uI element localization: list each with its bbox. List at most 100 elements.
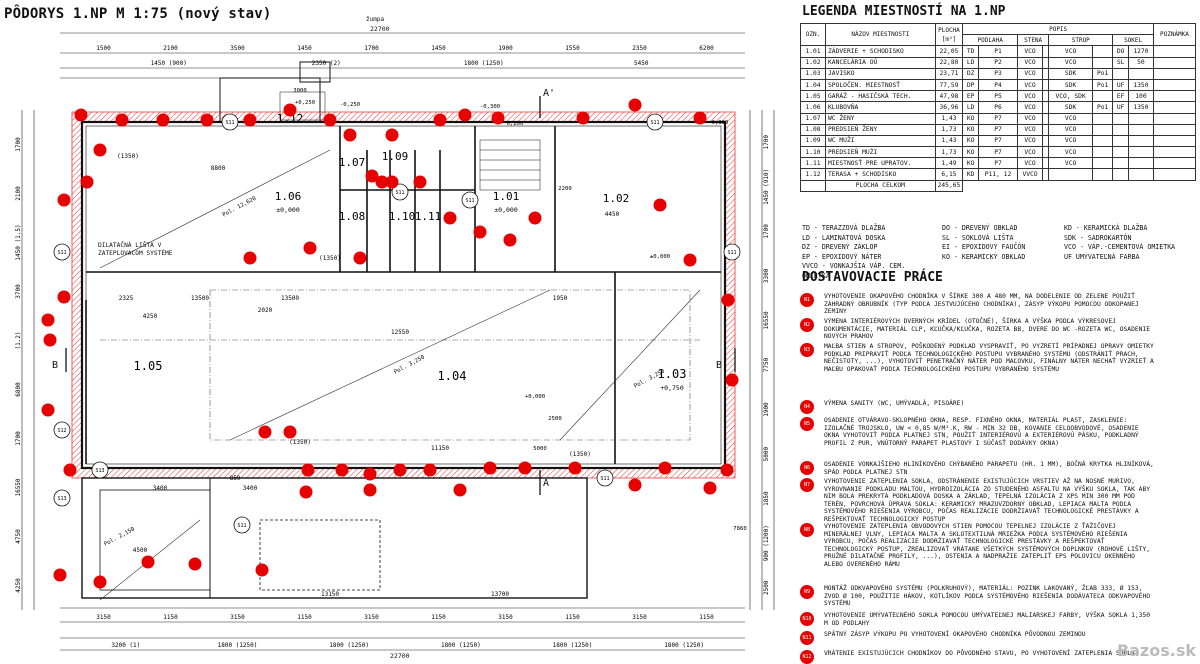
total-value: 245,65 [934, 179, 964, 192]
dimension-label: 3150 [632, 614, 647, 621]
legend-cell-p1: DZ [962, 67, 979, 80]
legend-cell-ozn: 1.10 [800, 146, 826, 159]
dimension-label: 1450 (1.5) [15, 224, 22, 260]
dimension-label: 1800 (1250) [441, 642, 481, 649]
dimension-label: 1450 (900) [151, 60, 187, 67]
legend-cell-k2: 1350 [1127, 78, 1154, 92]
legend-cell-p1: KO [962, 112, 979, 125]
legend-cell-t2 [1092, 168, 1114, 181]
works-title: DOSTAVOVACIE PRÁCE [802, 270, 943, 285]
legend-cell-ozn: 1.04 [800, 78, 826, 92]
legend-cell-p2: P7 [977, 157, 1019, 170]
annex-outline [81, 477, 588, 599]
section-mark-label: S11 [237, 523, 246, 529]
work-badge: N10 [800, 612, 814, 626]
abbr-item: EP - EPOXIDOVÝ NÁTER [802, 252, 882, 261]
change-marker [323, 113, 337, 127]
section-mark-label: S13 [95, 468, 104, 474]
abbr-item: SL - SOKLOVÁ LIŠTA [942, 233, 1014, 242]
section-mark [646, 113, 664, 131]
dimension-label: (1350) [117, 153, 139, 160]
work-badge: N7 [800, 478, 814, 492]
legend-cell-k1 [1112, 157, 1129, 170]
legend-cell-area: 1,73 [934, 146, 964, 159]
change-marker [491, 111, 505, 125]
change-marker [188, 557, 202, 571]
work-badge: N1 [800, 293, 814, 307]
legend-cell-ozn: 1.03 [800, 67, 826, 80]
dimension-label: 3150 [498, 614, 513, 621]
legend-cell-t2 [1092, 112, 1114, 125]
legend-cell-k1 [1112, 134, 1129, 148]
legend-cell-name: SPOLOČEN. MIESTNOSŤ [825, 78, 936, 92]
legend-cell-k2: 1270 [1127, 45, 1154, 58]
legend-cell-name: ZÁDVERIE + SCHODISKO [825, 45, 936, 58]
change-marker [363, 467, 377, 481]
room-number: 1.06 [275, 190, 302, 203]
change-marker [458, 108, 472, 122]
legend-cell-name: WC ŽENY [825, 112, 936, 125]
section-mark-label: S11 [650, 120, 659, 126]
change-marker [568, 461, 582, 475]
floor-plan: PÔDORYS 1.NP M 1:75 (nový stav) [4, 6, 775, 660]
legend-cell-p2: P7 [977, 134, 1019, 148]
work-text: Osadenie vonkajšieho hliníkového chýbané… [824, 461, 1154, 476]
section-mark-label: S11 [600, 476, 609, 482]
legend-cell-t1: VCO [1048, 56, 1094, 69]
change-marker [343, 128, 357, 142]
legend-cell-name: MIESTNOSŤ PRE UPRATOV. [825, 157, 936, 170]
dimension-label: 1150 [163, 614, 178, 621]
change-marker [80, 175, 94, 189]
legend-cell-k2 [1127, 146, 1154, 159]
dimension-label: 2020 [258, 307, 273, 314]
section-mark [53, 243, 71, 261]
dimension-label: 16550 [763, 311, 770, 329]
legend-cell-p2: P2 [977, 56, 1019, 69]
legend-cell-s1: VVCO [1017, 168, 1044, 181]
legend-cell-k2 [1127, 112, 1154, 125]
legend-cell-p1: KO [962, 134, 979, 148]
work-text: Vyhotovenie zateplenia sokla, odstráneni… [824, 478, 1151, 523]
work-text: Maľba stien a stropov, poškodený podklad… [824, 343, 1154, 373]
dimension-label: 4250 [15, 578, 22, 593]
legend-cell-k2 [1127, 134, 1154, 148]
plan-annotation: +0,000 [525, 394, 545, 400]
plan-annotation: -0,300 [480, 104, 500, 110]
work-badge: N12 [800, 650, 814, 664]
legend-cell-k1: EF [1112, 90, 1129, 103]
legend-cell-area: 77,59 [934, 78, 964, 92]
change-marker [200, 113, 214, 127]
change-marker [658, 461, 672, 475]
change-marker [703, 481, 717, 495]
plan-title: PÔDORYS 1.NP M 1:75 (nový stav) [4, 6, 272, 22]
legend-cell-name: WC MUŽI [825, 134, 936, 148]
dimension-label: 5450 [634, 60, 649, 67]
room-number: 1.07 [339, 156, 366, 169]
col-floor: PODLAHA [962, 34, 1019, 47]
legend-cell-area: 23,71 [934, 67, 964, 80]
legend-cell-ozn: 1.11 [800, 157, 826, 170]
watermark: Bazos.sk [1116, 641, 1196, 660]
work-badge: N4 [800, 400, 814, 414]
legend-title: LEGENDA MIESTNOSTÍ NA 1.NP [802, 4, 1006, 19]
legend-cell-k2 [1127, 67, 1154, 80]
dimension-label: 1500 [96, 45, 111, 52]
dimension-label: 6800 [15, 382, 22, 397]
legend-cell-t2: Po1 [1092, 78, 1114, 92]
change-marker [365, 169, 379, 183]
room-number: 1.03 [658, 367, 687, 381]
legend-cell-s2 [1042, 123, 1050, 136]
dimension-label: 1450 [297, 45, 312, 52]
dimension-label: 1450 (910) [763, 169, 770, 205]
section-mark-label: S11 [225, 120, 234, 126]
dimension-label: 1900 [498, 45, 513, 52]
col-plinth: SOKEL [1112, 34, 1154, 47]
dimension-label: 11150 [431, 445, 449, 452]
dimension-label: 3400 [243, 485, 258, 492]
section-mark [53, 489, 71, 507]
legend-cell-t2: Po1 [1092, 101, 1114, 114]
